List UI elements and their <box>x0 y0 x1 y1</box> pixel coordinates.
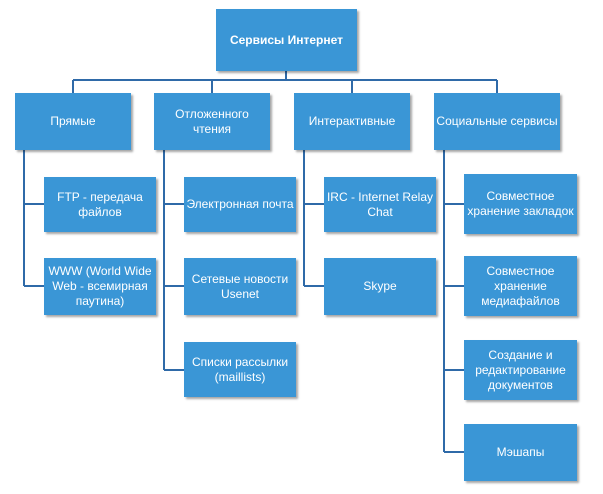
category-label: Прямые <box>50 114 96 128</box>
leaf-node-email: Электронная почта <box>184 177 296 232</box>
root-node: Сервисы Интернет <box>216 9 357 71</box>
leaf-label: IRC - Internet Relay Chat <box>326 189 434 219</box>
leaf-node-bookmarks: Совместное хранение закладок <box>464 174 577 234</box>
leaf-label: FTP - передача файлов <box>57 189 143 219</box>
leaf-label: WWW (World Wide Web - всемирная паутина) <box>48 264 152 308</box>
leaf-node-maillists: Списки рассылки (maillists) <box>184 342 296 397</box>
leaf-node-documents: Создание и редактирование документов <box>464 340 577 400</box>
leaf-label: Skype <box>363 279 397 293</box>
category-node-interactive: Интерактивные <box>294 93 410 150</box>
category-label: Отложенного чтения <box>175 106 249 136</box>
leaf-node-irc: IRC - Internet Relay Chat <box>324 177 436 232</box>
root-node-label: Сервисы Интернет <box>229 32 344 47</box>
leaf-label: Создание и редактирование документов <box>475 347 566 392</box>
leaf-node-media: Совместное хранение медиафайлов <box>464 256 577 316</box>
leaf-label: Списки рассылки (maillists) <box>191 354 289 384</box>
leaf-node-ftp: FTP - передача файлов <box>44 177 156 232</box>
leaf-node-mashups: Мэшапы <box>464 424 577 481</box>
leaf-label: Электронная почта <box>186 197 294 211</box>
category-node-direct: Прямые <box>15 93 131 150</box>
leaf-label: Мэшапы <box>496 445 545 459</box>
leaf-node-usenet: Сетевые новости Usenet <box>184 258 296 315</box>
leaf-node-www: WWW (World Wide Web - всемирная паутина) <box>44 258 156 315</box>
category-node-deferred: Отложенного чтения <box>154 93 270 150</box>
leaf-node-skype: Skype <box>324 258 436 315</box>
leaf-label: Сетевые новости Usenet <box>191 271 289 301</box>
leaf-label: Совместное хранение медиафайлов <box>481 263 560 308</box>
category-node-social: Социальные сервисы <box>434 93 560 150</box>
category-label: Интерактивные <box>308 114 396 128</box>
leaf-label: Совместное хранение закладок <box>467 189 574 218</box>
category-label: Социальные сервисы <box>436 114 558 128</box>
